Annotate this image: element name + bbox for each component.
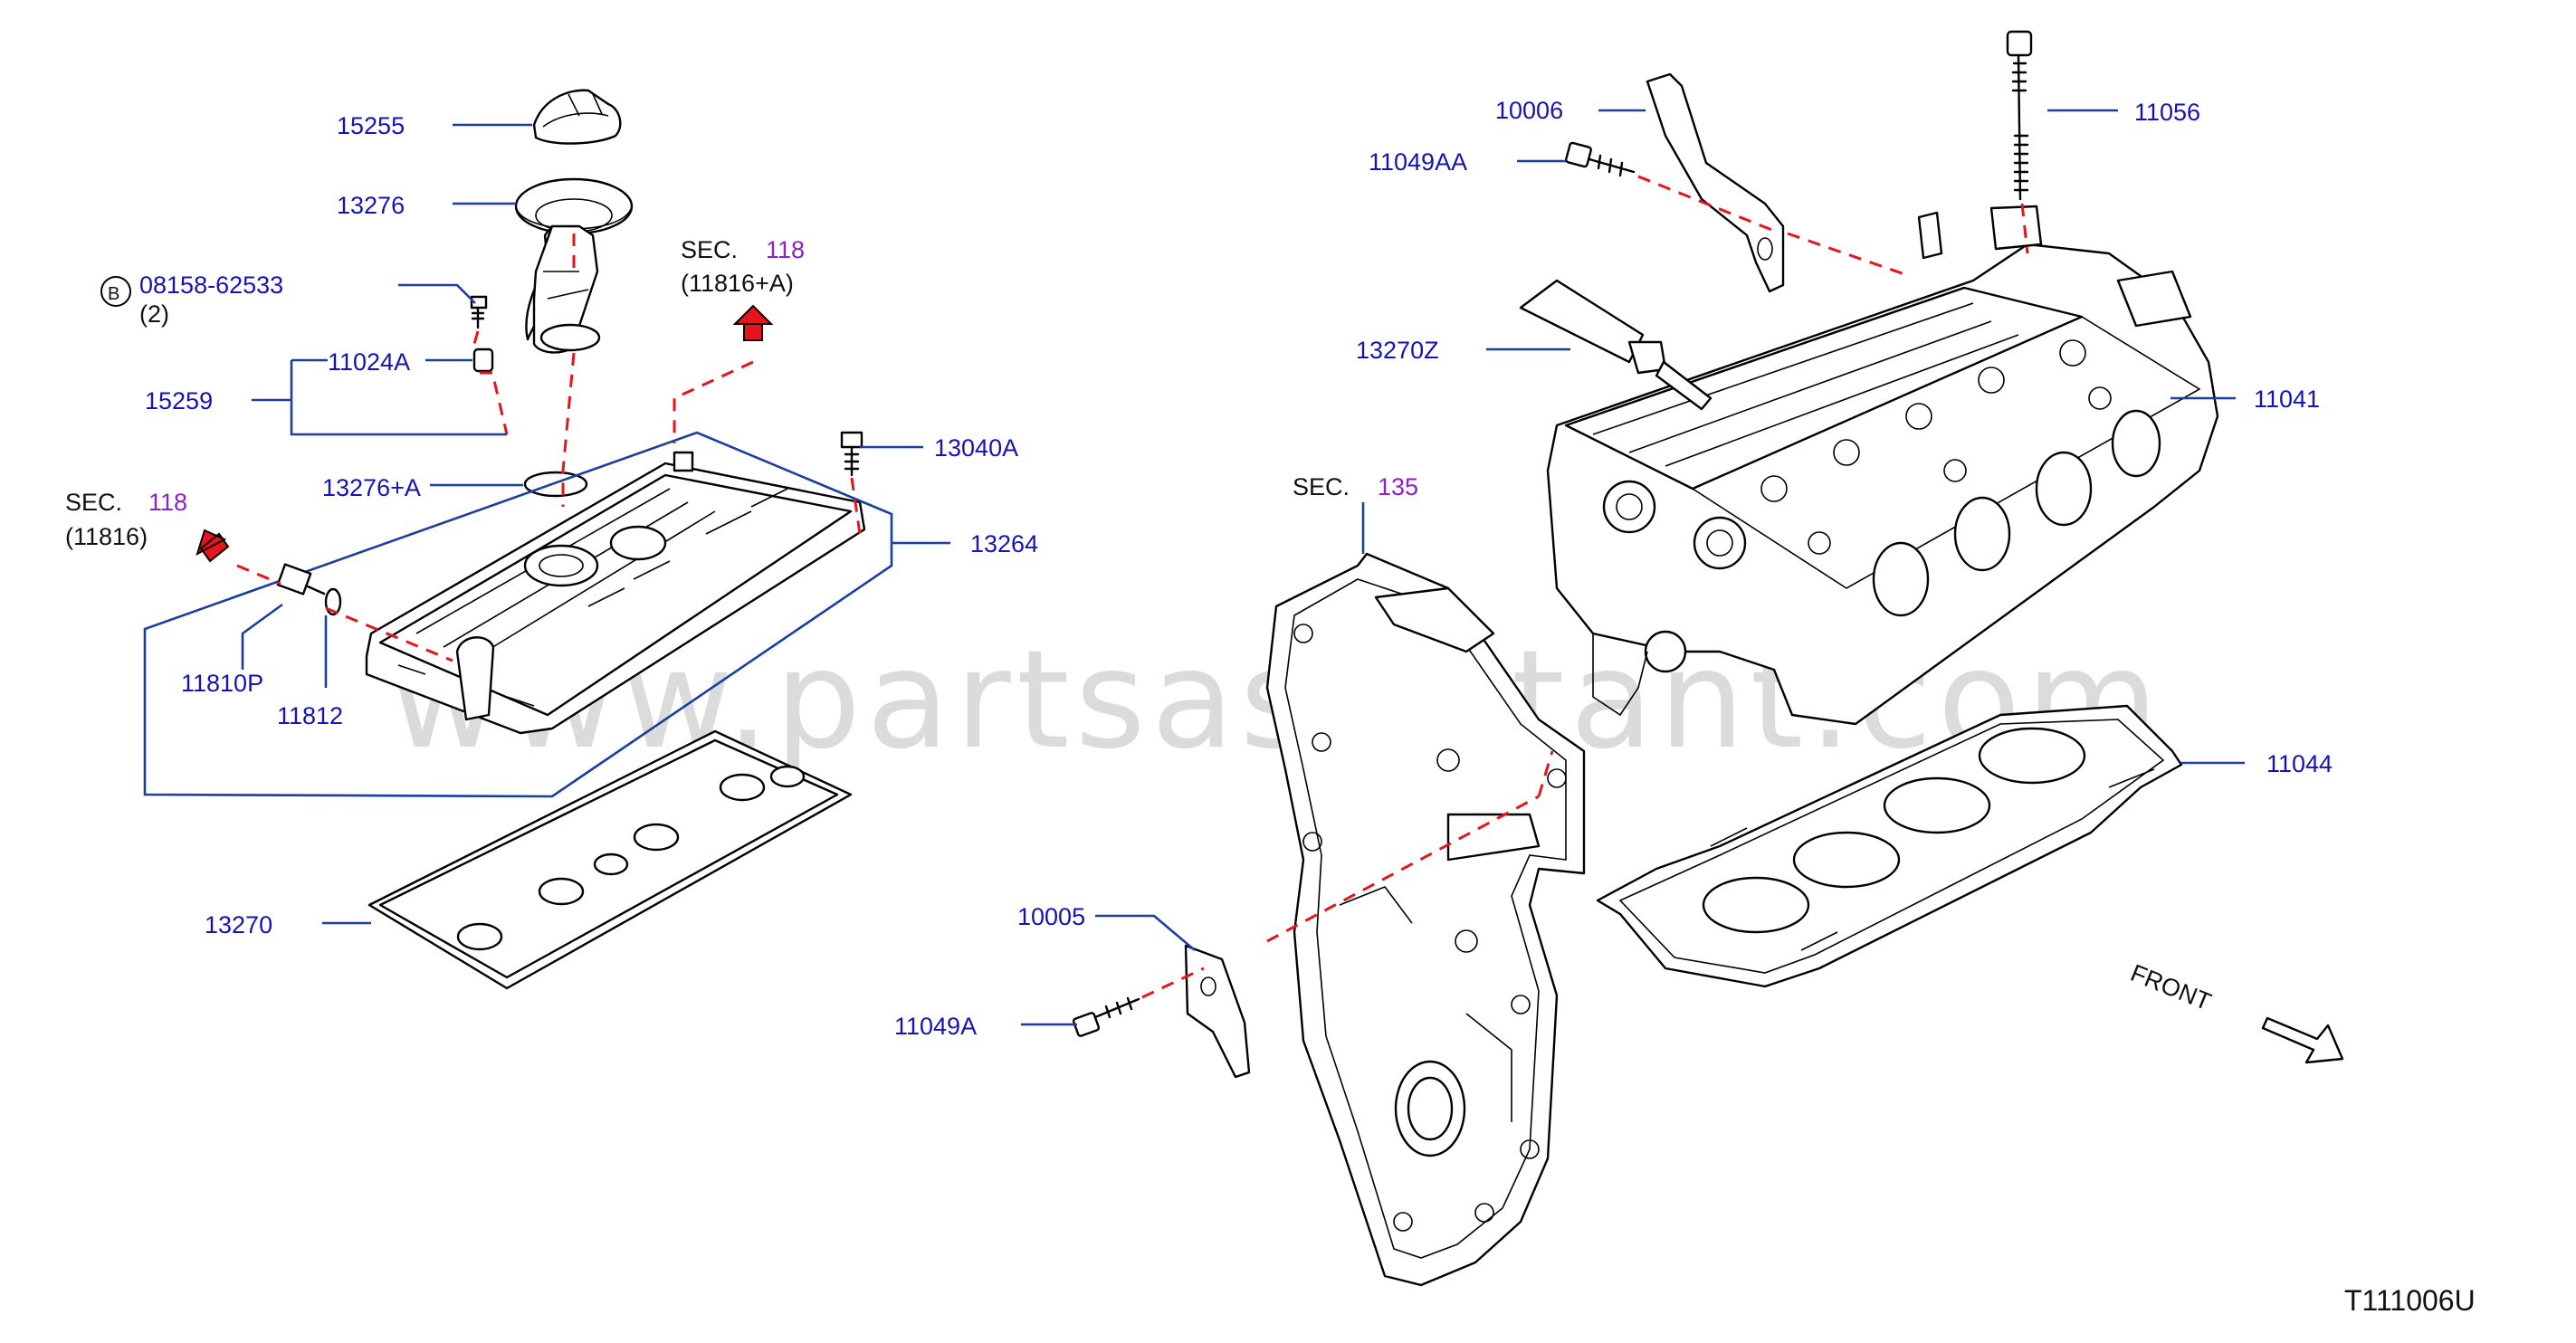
leader-11810P [241, 603, 283, 670]
grommet-part [472, 348, 494, 373]
label-11812: 11812 [277, 702, 343, 729]
label-13040A: 13040A [934, 434, 1018, 462]
label-11049A: 11049A [894, 1013, 977, 1040]
front-cover-part [1265, 552, 1586, 1287]
bracket-10006-part [1646, 72, 1785, 293]
bolt-11049A-part [1072, 996, 1140, 1037]
sec-135-prefix: SEC. [1293, 473, 1350, 500]
bolt-symbol-letter: B [108, 284, 119, 304]
sec-135-number: 135 [1378, 473, 1418, 500]
label-11041: 11041 [2254, 386, 2320, 413]
pcv-valve-part [276, 563, 326, 595]
label-08158-qty: (2) [139, 300, 169, 328]
filler-neck-part [525, 224, 601, 354]
connector-sec118a [673, 360, 754, 443]
connector-bolt [472, 330, 509, 435]
oil-filler-cap-part [532, 89, 622, 145]
label-13264: 13264 [970, 530, 1038, 557]
sec-118b-number: 118 [148, 489, 187, 516]
sec-118a-sub: (11816+A) [681, 270, 794, 297]
head-bolt-part [2006, 30, 2033, 201]
diagram-code: T111006U [2344, 1284, 2476, 1317]
bracket-10005-part [1184, 944, 1251, 1079]
label-11024A: 11024A [328, 348, 410, 376]
front-arrow-icon [2261, 1016, 2344, 1064]
connector-sec118b [236, 564, 453, 662]
head-gasket-part [1596, 704, 2183, 988]
front-label: FRONT [2127, 959, 2215, 1016]
screw-part [470, 295, 488, 329]
label-11056: 11056 [2134, 99, 2200, 126]
label-10005: 10005 [1017, 903, 1085, 930]
leader-10005 [1095, 914, 1196, 951]
label-11044: 11044 [2266, 750, 2333, 777]
rocker-cover-part [365, 451, 866, 735]
label-11810P: 11810P [181, 670, 263, 697]
rocker-gasket-part [367, 729, 853, 990]
sec-118a-number: 118 [766, 236, 805, 263]
connector-filler [561, 352, 576, 507]
sec-118b-arrow-icon [196, 529, 230, 563]
leader-08158 [398, 283, 476, 304]
label-15259: 15259 [145, 387, 213, 414]
sec-118b-sub: (11816) [65, 523, 148, 550]
rocker-cover-group-box [143, 431, 893, 798]
connector-10006 [1637, 175, 1911, 278]
cover-bolt-part [840, 431, 863, 477]
sealant-tube-part [1519, 279, 1713, 411]
o-ring-part [523, 471, 588, 498]
cylinder-head-part [1546, 205, 2219, 726]
label-08158: 08158-62533 [139, 271, 283, 299]
sec-118b-prefix: SEC. [65, 489, 122, 516]
connector-13040A [850, 477, 862, 535]
label-10006: 10006 [1495, 97, 1563, 124]
sec-118a-prefix: SEC. [681, 236, 738, 263]
bolt-11049AA-part [1565, 141, 1636, 177]
label-13270Z: 13270Z [1356, 337, 1439, 364]
connector-11056 [2020, 203, 2029, 254]
label-11049AA: 11049AA [1369, 148, 1467, 176]
sec-118a-arrow-icon [732, 304, 774, 341]
pcv-seal-part [324, 587, 342, 616]
connector-10005 [1141, 750, 1554, 999]
bolt-symbol-icon [100, 276, 131, 307]
label-13270: 13270 [205, 911, 272, 938]
label-15255: 15255 [337, 112, 405, 139]
label-13276A: 13276+A [322, 474, 421, 501]
leader-15259 [252, 358, 507, 436]
label-13276: 13276 [337, 192, 405, 219]
